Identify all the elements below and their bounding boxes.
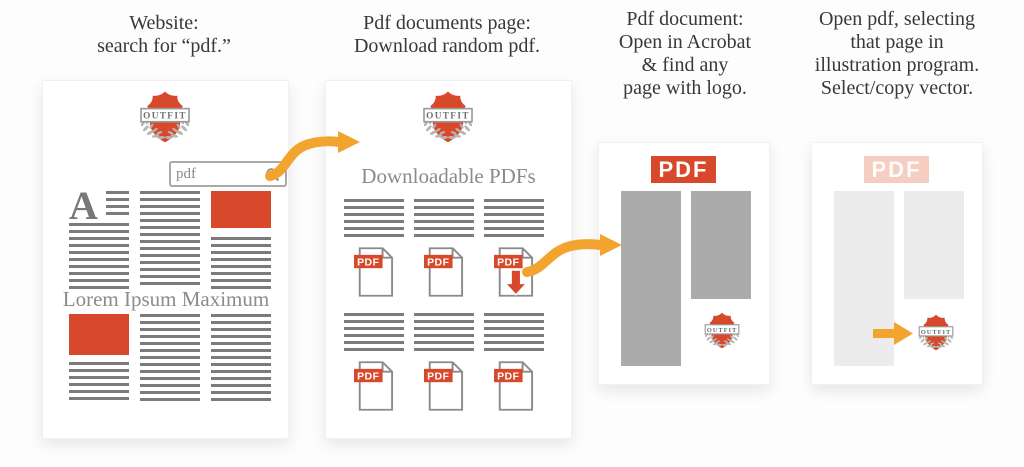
website-panel: pdf A Lorem Ipsum Maximum <box>42 80 289 439</box>
text-lines <box>140 314 200 401</box>
article-column <box>211 191 271 289</box>
pdf-file-icon[interactable] <box>424 361 464 411</box>
pdf-file-icon[interactable] <box>424 247 464 297</box>
article-column <box>140 314 200 401</box>
step3-title: Pdf document: Open in Acrobat & find any… <box>618 8 752 99</box>
article-column <box>211 314 271 401</box>
text-lines <box>344 313 404 351</box>
flow-arrow-1 <box>265 131 360 181</box>
select-logo-arrow-icon <box>873 322 913 345</box>
step1-title: Website: search for “pdf.” <box>97 12 231 57</box>
text-lines <box>484 199 544 237</box>
text-lines <box>414 199 474 237</box>
pdf-header-badge-faded: PDF <box>864 156 929 183</box>
pdf-file-icon[interactable] <box>354 361 394 411</box>
outfit-logo <box>699 311 745 353</box>
text-lines <box>211 237 271 289</box>
step2-title: Pdf documents page: Download random pdf. <box>353 12 541 57</box>
text-lines <box>484 313 544 351</box>
outfit-logo <box>132 89 198 149</box>
text-lines <box>106 191 129 219</box>
pdf-file-icon[interactable] <box>354 247 394 297</box>
search-value: pdf <box>176 166 196 182</box>
content-column <box>691 191 751 299</box>
article-column <box>140 191 200 285</box>
dropcap: A <box>69 183 98 228</box>
image-placeholder <box>211 191 271 228</box>
flow-arrow-2 <box>522 234 622 277</box>
article-column: A <box>69 183 129 289</box>
pdf-file-icon[interactable] <box>494 361 534 411</box>
outfit-logo <box>415 89 481 149</box>
article-column <box>69 314 129 400</box>
acrobat-panel: PDF <box>598 142 770 385</box>
pdf-header-badge: PDF <box>651 156 716 183</box>
text-lines <box>414 313 474 351</box>
pdf-page-panel: Downloadable PDFs <box>325 80 572 439</box>
content-column-faded <box>904 191 964 299</box>
text-lines <box>344 199 404 237</box>
article-headline: Lorem Ipsum Maximum <box>62 287 270 311</box>
step4-title: Open pdf, selecting that page in illustr… <box>814 8 980 99</box>
illustration-panel: PDF <box>811 142 983 385</box>
content-column <box>621 191 681 366</box>
text-lines <box>69 362 129 400</box>
text-lines <box>69 223 129 289</box>
text-lines <box>140 191 200 285</box>
text-lines <box>211 314 271 401</box>
page-heading: Downloadable PDFs <box>361 164 536 188</box>
outfit-logo <box>913 313 959 355</box>
image-placeholder <box>69 314 129 355</box>
